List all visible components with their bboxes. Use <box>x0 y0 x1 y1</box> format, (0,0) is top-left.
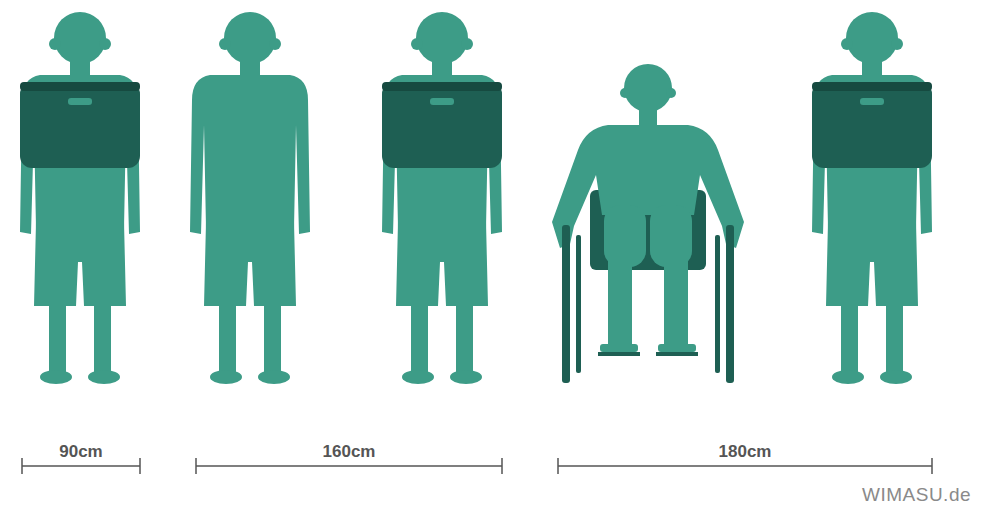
dimension-label: 160cm <box>323 442 376 462</box>
wheelchair-user <box>552 64 744 383</box>
person-standing <box>190 12 310 384</box>
person-carrying-box <box>382 12 502 384</box>
dimension-lines <box>22 458 932 474</box>
dimension-label: 180cm <box>719 442 772 462</box>
watermark: WIMASU.de <box>862 484 971 506</box>
person-carrying-box <box>20 12 140 384</box>
dimension-label: 90cm <box>59 442 102 462</box>
person-carrying-box <box>812 12 932 384</box>
